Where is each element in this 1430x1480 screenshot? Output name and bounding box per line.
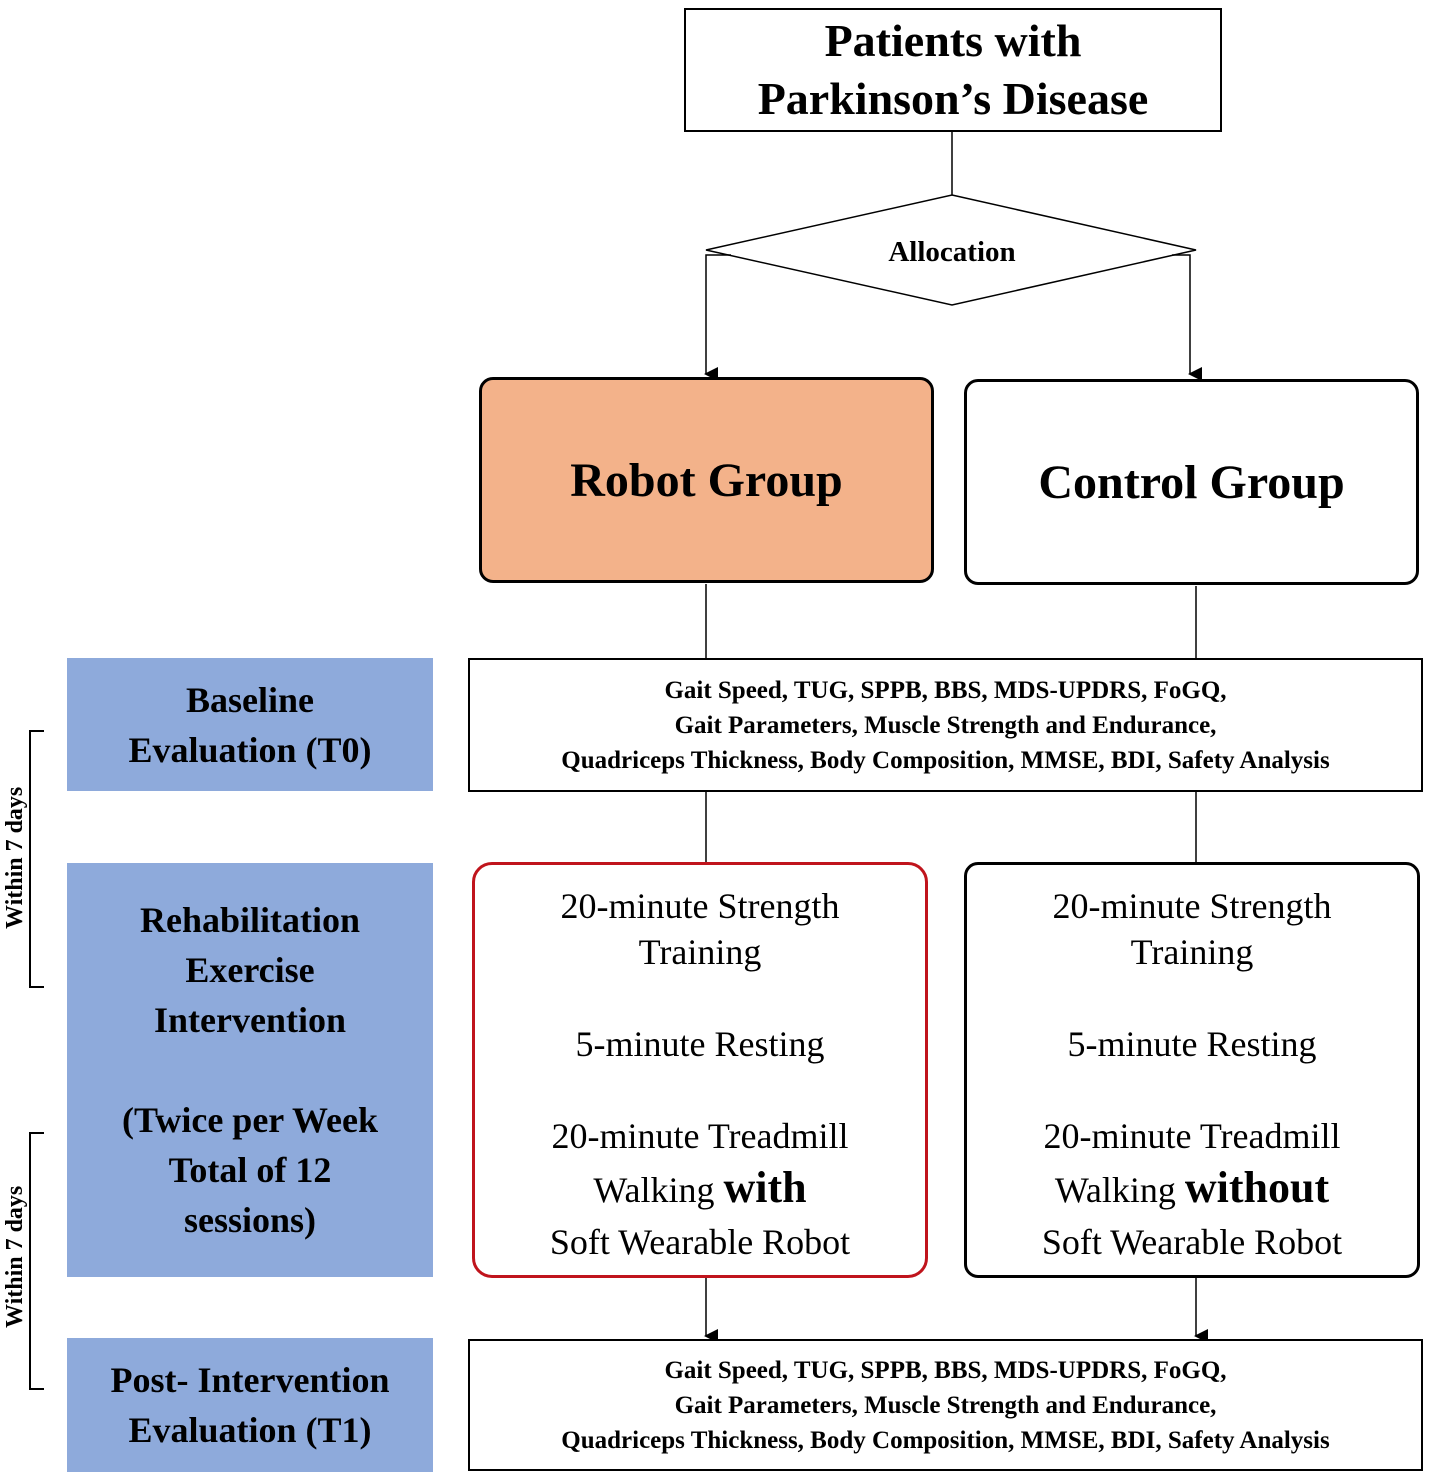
control-group-label: Control Group <box>1038 455 1345 509</box>
robot-device-line: Soft Wearable Robot <box>549 1222 851 1262</box>
robot-intervention-box: 20-minute Strength Training 5-minute Res… <box>472 862 928 1278</box>
control-group-box: Control Group <box>964 379 1419 585</box>
post-measures-line2: Gait Parameters, Muscle Strength and End… <box>674 1391 1217 1419</box>
robot-walking-word: Walking <box>593 1170 715 1210</box>
allocation-label: Allocation <box>830 232 1074 272</box>
post-measures-box: Gait Speed, TUG, SPPB, BBS, MDS-UPDRS, F… <box>468 1339 1423 1471</box>
baseline-measures-box: Gait Speed, TUG, SPPB, BBS, MDS-UPDRS, F… <box>468 658 1423 792</box>
robot-group-box: Robot Group <box>479 377 934 583</box>
robot-treadmill-line: 20-minute Treadmill <box>551 1116 849 1156</box>
intervention-label-line6: sessions) <box>183 1200 317 1240</box>
robot-walking-line: Walking with <box>475 1159 925 1219</box>
post-measures-line3: Quadriceps Thickness, Body Composition, … <box>561 1426 1330 1454</box>
control-treadmill-line: 20-minute Treadmill <box>1043 1116 1341 1156</box>
patients-title-box: Patients with Parkinson’s Disease <box>684 8 1222 132</box>
timing-bracket-second <box>29 1132 44 1390</box>
allocation-text: Allocation <box>888 235 1016 268</box>
robot-strength-line2: Training <box>638 932 762 972</box>
robot-group-label: Robot Group <box>570 453 843 507</box>
patients-title-line1: Patients with <box>824 15 1082 66</box>
post-evaluation-label: Post- Intervention Evaluation (T1) <box>67 1338 433 1472</box>
robot-rest-line: 5-minute Resting <box>575 1024 825 1064</box>
post-label-line1: Post- Intervention <box>110 1360 390 1400</box>
robot-with-word: with <box>723 1163 807 1212</box>
control-strength-line2: Training <box>1130 932 1254 972</box>
allocation-to-robot-arrow <box>704 254 731 381</box>
baseline-measures-line2: Gait Parameters, Muscle Strength and End… <box>674 711 1217 739</box>
intervention-label-line3: Intervention <box>154 1000 346 1040</box>
intervention-label-line5: Total of 12 <box>168 1150 332 1190</box>
control-device-line: Soft Wearable Robot <box>1041 1222 1343 1262</box>
control-without-word: without <box>1184 1163 1330 1212</box>
allocation-diamond <box>705 194 1197 306</box>
baseline-measures-line3: Quadriceps Thickness, Body Composition, … <box>561 746 1330 774</box>
control-walking-line: Walking without <box>967 1159 1417 1219</box>
control-rest-line: 5-minute Resting <box>1067 1024 1317 1064</box>
intervention-label-line1: Rehabilitation <box>139 900 361 940</box>
baseline-evaluation-label: Baseline Evaluation (T0) <box>67 658 433 791</box>
intervention-label-line2: Exercise <box>185 950 315 990</box>
intervention-label: Rehabilitation Exercise Intervention (Tw… <box>67 863 433 1277</box>
allocation-to-control-arrow <box>1172 254 1202 381</box>
timing-label-first: Within 7 days <box>2 786 28 929</box>
timing-bracket-first <box>29 730 44 988</box>
baseline-label-line2: Evaluation (T0) <box>128 729 372 770</box>
baseline-label-line1: Baseline <box>185 679 314 720</box>
post-label-line2: Evaluation (T1) <box>128 1410 372 1450</box>
control-strength-line1: 20-minute Strength <box>1052 886 1332 926</box>
intervention-label-line4: (Twice per Week <box>122 1100 378 1140</box>
control-intervention-box: 20-minute Strength Training 5-minute Res… <box>964 862 1420 1278</box>
baseline-measures-line1: Gait Speed, TUG, SPPB, BBS, MDS-UPDRS, F… <box>664 676 1227 704</box>
patients-title-line2: Parkinson’s Disease <box>757 73 1149 124</box>
post-measures-line1: Gait Speed, TUG, SPPB, BBS, MDS-UPDRS, F… <box>664 1356 1227 1384</box>
control-walking-word: Walking <box>1054 1170 1176 1210</box>
robot-strength-line1: 20-minute Strength <box>560 886 840 926</box>
timing-label-second: Within 7 days <box>2 1185 28 1328</box>
